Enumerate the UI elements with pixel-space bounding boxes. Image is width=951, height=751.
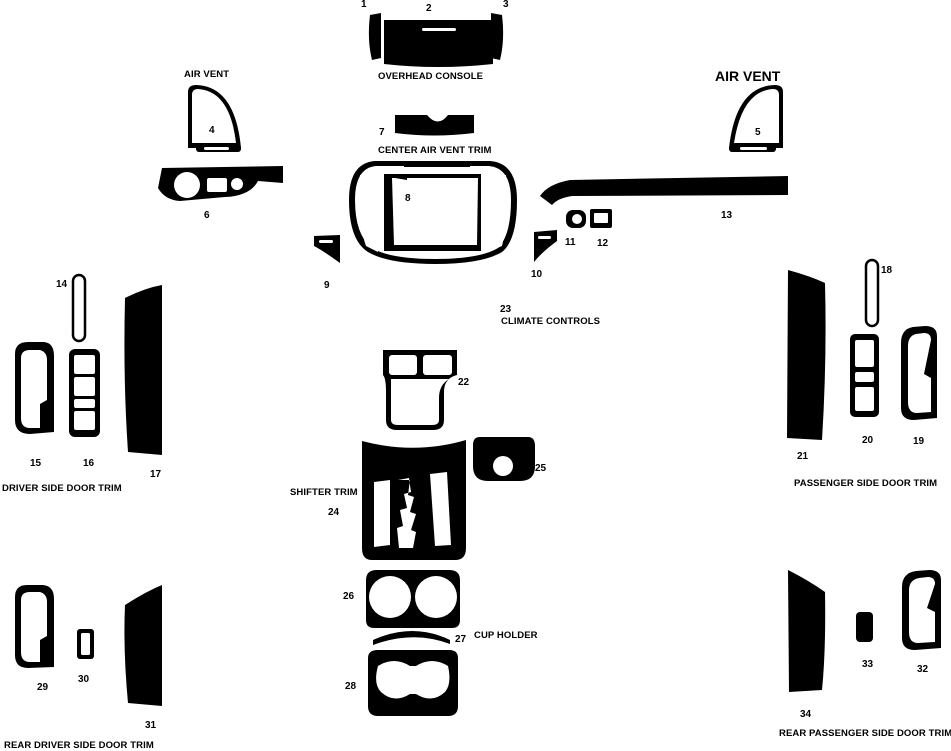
label-piece-30: 30 (78, 674, 90, 685)
label-piece-9: 9 (324, 280, 330, 291)
label-piece-33: 33 (862, 659, 874, 670)
caption-climate-controls: CLIMATE CONTROLS (501, 316, 601, 327)
caption-shifter-trim: SHIFTER TRIM (290, 487, 358, 498)
caption-cup-holder: CUP HOLDER (474, 630, 538, 641)
caption-air-vent-left: AIR VENT (184, 69, 230, 80)
piece-20-shape (850, 334, 879, 417)
caption-center-air-vent-trim: CENTER AIR VENT TRIM (378, 145, 492, 156)
piece-6-shape (158, 166, 283, 201)
piece-13-shape (540, 176, 788, 205)
piece-5-shape (729, 85, 783, 152)
label-piece-6: 6 (204, 210, 210, 221)
piece-18-shape (864, 258, 880, 328)
piece-24-shape (362, 440, 466, 560)
caption-rear-passenger-side-door-trim: REAR PASSENGER SIDE DOOR TRIM (779, 728, 951, 739)
label-piece-3: 3 (503, 0, 509, 10)
label-piece-4: 4 (209, 125, 215, 136)
caption-rear-driver-side-door-trim: REAR DRIVER SIDE DOOR TRIM (4, 740, 154, 751)
piece-34-shape (788, 570, 826, 692)
label-piece-15: 15 (30, 458, 42, 469)
piece-28-shape (368, 650, 458, 716)
label-piece-2: 2 (426, 3, 432, 14)
piece-29-shape (15, 585, 54, 668)
label-piece-19: 19 (913, 436, 925, 447)
label-piece-25: 25 (535, 463, 547, 474)
caption-driver-side-door-trim: DRIVER SIDE DOOR TRIM (2, 483, 122, 494)
piece-7-shape (395, 115, 474, 136)
piece-21-shape (787, 270, 826, 440)
label-piece-8: 8 (405, 193, 411, 204)
label-piece-1: 1 (361, 0, 367, 10)
label-piece-34: 34 (800, 709, 812, 720)
label-piece-17: 17 (150, 469, 162, 480)
caption-air-vent-right: AIR VENT (715, 68, 781, 84)
label-piece-18: 18 (881, 265, 893, 276)
label-piece-5: 5 (755, 127, 761, 138)
piece-19-shape (901, 326, 937, 420)
piece-15-shape (15, 342, 54, 434)
label-piece-26: 26 (343, 591, 355, 602)
label-piece-31: 31 (145, 720, 157, 731)
piece-8-shape (349, 161, 517, 264)
label-piece-10: 10 (531, 269, 543, 280)
piece-2-shape (384, 20, 493, 67)
label-piece-7: 7 (379, 127, 385, 138)
piece-30-shape (77, 629, 94, 659)
piece-27-shape (373, 631, 450, 645)
piece-9-shape (314, 235, 340, 263)
label-piece-22: 22 (458, 377, 470, 388)
label-piece-27: 27 (455, 634, 467, 645)
piece-4-shape (188, 85, 241, 152)
label-piece-21: 21 (797, 451, 809, 462)
label-piece-32: 32 (917, 664, 929, 675)
label-piece-12: 12 (597, 238, 609, 249)
piece-32-shape (902, 570, 941, 650)
label-piece-20: 20 (862, 435, 874, 446)
piece-22-shape (383, 350, 457, 430)
piece-33-shape (856, 612, 873, 642)
caption-passenger-side-door-trim: PASSENGER SIDE DOOR TRIM (794, 478, 938, 489)
caption-overhead-console: OVERHEAD CONSOLE (378, 71, 484, 82)
piece-10-shape (534, 230, 557, 262)
label-piece-13: 13 (721, 210, 733, 221)
piece-25-shape (473, 437, 535, 481)
label-piece-28: 28 (345, 681, 357, 692)
piece-31-shape (124, 585, 162, 706)
piece-1-shape (368, 13, 381, 60)
piece-26-shape (366, 570, 460, 628)
piece-14-shape (71, 273, 87, 343)
label-piece-16: 16 (83, 458, 95, 469)
piece-12-shape (590, 209, 612, 228)
label-piece-23: 23 (500, 304, 512, 315)
label-piece-14: 14 (56, 279, 68, 290)
piece-11-shape (566, 210, 586, 228)
label-piece-11: 11 (565, 237, 576, 248)
piece-17-shape (124, 285, 162, 455)
piece-3-shape (491, 13, 504, 60)
piece-16-shape (69, 349, 100, 437)
label-piece-29: 29 (37, 682, 49, 693)
label-piece-24: 24 (328, 507, 340, 518)
